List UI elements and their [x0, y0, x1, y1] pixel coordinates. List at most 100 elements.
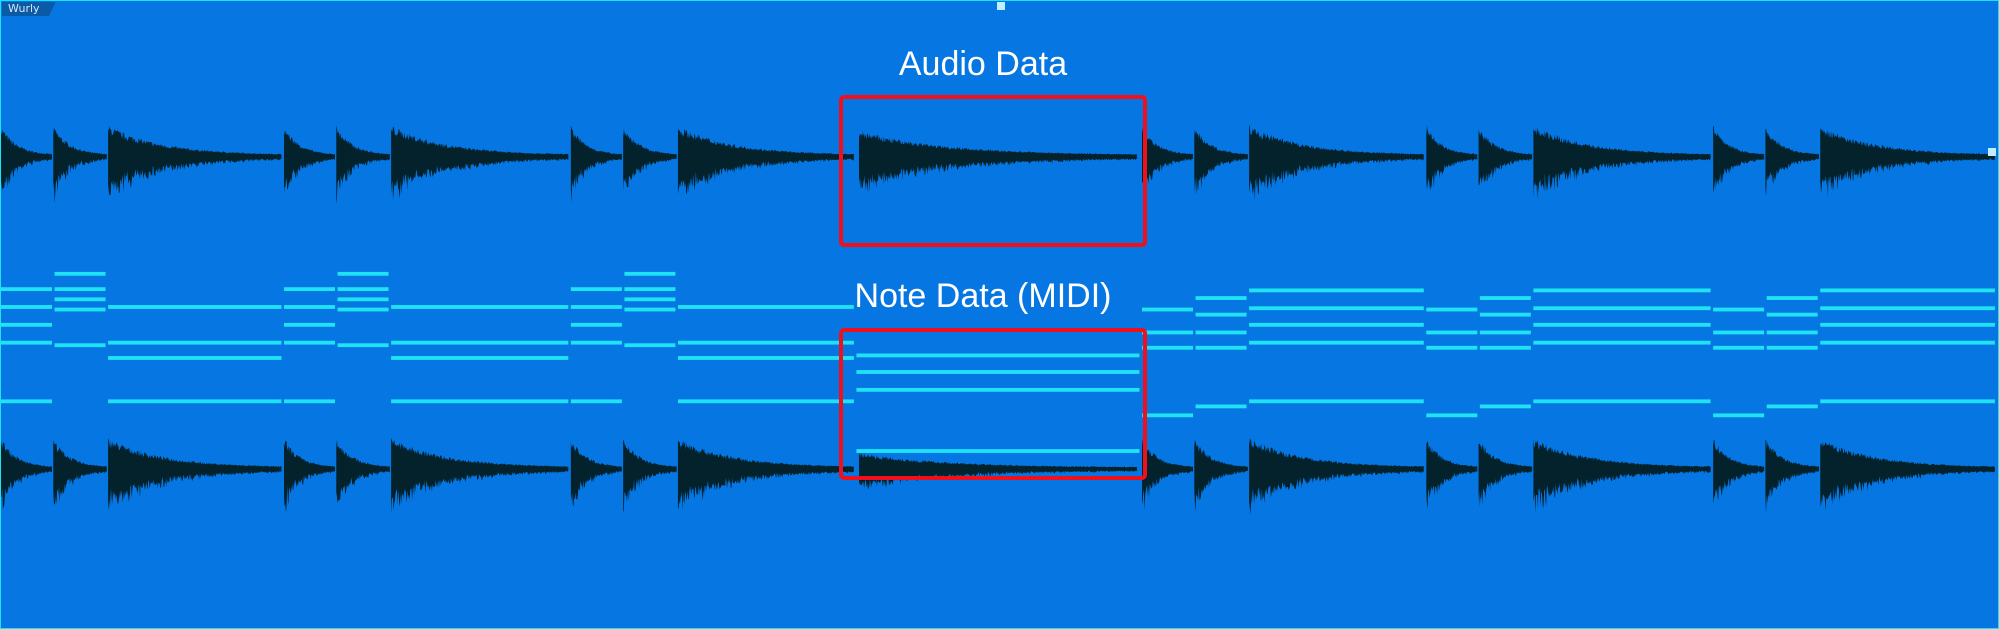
midi-note[interactable]: [391, 340, 569, 345]
midi-note[interactable]: [108, 305, 282, 309]
midi-note[interactable]: [1, 287, 52, 292]
note-data-highlight-box: [839, 328, 1147, 480]
midi-note[interactable]: [1820, 399, 1995, 404]
midi-note[interactable]: [624, 271, 676, 276]
clip-name-tag[interactable]: Wurly: [2, 2, 56, 16]
midi-note[interactable]: [1533, 288, 1711, 293]
midi-note[interactable]: [1195, 330, 1247, 335]
midi-note[interactable]: [570, 322, 622, 327]
midi-note[interactable]: [54, 343, 106, 348]
midi-note[interactable]: [1713, 307, 1765, 312]
midi-note[interactable]: [1533, 306, 1711, 311]
midi-note[interactable]: [108, 340, 282, 345]
right-resize-handle[interactable]: [1988, 148, 1996, 156]
midi-note[interactable]: [856, 353, 1140, 358]
audio-waveform: [1820, 127, 1995, 197]
midi-note[interactable]: [570, 287, 622, 292]
midi-note[interactable]: [624, 287, 676, 292]
midi-note[interactable]: [1426, 307, 1478, 312]
midi-note[interactable]: [1195, 345, 1247, 350]
midi-note[interactable]: [1249, 306, 1424, 311]
midi-note[interactable]: [108, 356, 282, 360]
midi-note[interactable]: [1713, 345, 1765, 350]
midi-note[interactable]: [1766, 312, 1818, 317]
note-render-waveform: [108, 438, 282, 512]
midi-note[interactable]: [677, 399, 854, 404]
midi-note[interactable]: [1195, 312, 1247, 317]
audio-waveform: [677, 127, 854, 194]
midi-note[interactable]: [337, 343, 389, 348]
midi-note[interactable]: [677, 340, 854, 345]
midi-note[interactable]: [1, 399, 52, 404]
midi-note[interactable]: [1142, 330, 1194, 335]
midi-note[interactable]: [1766, 330, 1818, 335]
midi-note[interactable]: [570, 340, 622, 345]
midi-note[interactable]: [54, 271, 106, 276]
midi-note[interactable]: [1, 305, 52, 309]
midi-note[interactable]: [54, 287, 106, 292]
midi-note[interactable]: [337, 297, 389, 302]
midi-note[interactable]: [856, 387, 1140, 392]
midi-note[interactable]: [1479, 296, 1531, 300]
midi-note[interactable]: [856, 370, 1140, 374]
midi-note[interactable]: [1766, 345, 1818, 350]
midi-note[interactable]: [337, 271, 389, 276]
midi-note[interactable]: [1195, 404, 1247, 409]
audio-waveform: [1765, 128, 1819, 197]
midi-note[interactable]: [1, 322, 52, 327]
midi-note[interactable]: [856, 449, 1140, 453]
midi-note[interactable]: [1820, 340, 1995, 345]
midi-note[interactable]: [391, 356, 569, 360]
midi-note[interactable]: [1713, 330, 1765, 335]
midi-note[interactable]: [1820, 288, 1995, 293]
midi-note[interactable]: [284, 287, 336, 292]
midi-note[interactable]: [677, 356, 854, 360]
midi-note[interactable]: [1249, 288, 1424, 293]
midi-note[interactable]: [108, 399, 282, 404]
midi-note[interactable]: [1533, 399, 1711, 404]
midi-note[interactable]: [337, 307, 389, 312]
midi-note[interactable]: [1142, 345, 1194, 350]
note-render-waveform: [570, 440, 622, 507]
midi-note[interactable]: [1426, 330, 1478, 335]
midi-note[interactable]: [677, 305, 854, 309]
midi-note[interactable]: [624, 307, 676, 312]
midi-note[interactable]: [1533, 340, 1711, 345]
midi-note[interactable]: [284, 322, 336, 327]
midi-note[interactable]: [1766, 296, 1818, 300]
midi-note[interactable]: [1713, 413, 1765, 418]
midi-note[interactable]: [284, 305, 336, 309]
midi-note[interactable]: [284, 340, 336, 345]
midi-note[interactable]: [284, 399, 336, 404]
midi-note[interactable]: [1479, 345, 1531, 350]
midi-note[interactable]: [337, 287, 389, 292]
top-resize-handle[interactable]: [997, 2, 1005, 10]
note-render-waveform: [1142, 438, 1194, 511]
midi-note[interactable]: [54, 307, 106, 312]
midi-note[interactable]: [1, 340, 52, 345]
midi-note[interactable]: [1426, 345, 1478, 350]
midi-note[interactable]: [570, 305, 622, 309]
midi-note[interactable]: [1820, 306, 1995, 311]
midi-note[interactable]: [1249, 322, 1424, 327]
midi-note[interactable]: [1533, 322, 1711, 327]
midi-note[interactable]: [1142, 413, 1194, 418]
midi-note[interactable]: [1766, 404, 1818, 409]
midi-note[interactable]: [1479, 312, 1531, 317]
midi-note[interactable]: [624, 297, 676, 302]
midi-note[interactable]: [1479, 404, 1531, 409]
midi-note[interactable]: [570, 399, 622, 404]
midi-note[interactable]: [391, 305, 569, 309]
midi-note[interactable]: [1142, 307, 1194, 312]
midi-note[interactable]: [1195, 296, 1247, 300]
midi-note[interactable]: [54, 297, 106, 302]
midi-note[interactable]: [624, 343, 676, 348]
midi-note[interactable]: [1249, 399, 1424, 404]
midi-note[interactable]: [1820, 322, 1995, 327]
midi-note[interactable]: [1249, 340, 1424, 345]
midi-note[interactable]: [1426, 413, 1478, 418]
midi-note[interactable]: [391, 399, 569, 404]
midi-note[interactable]: [1479, 330, 1531, 335]
